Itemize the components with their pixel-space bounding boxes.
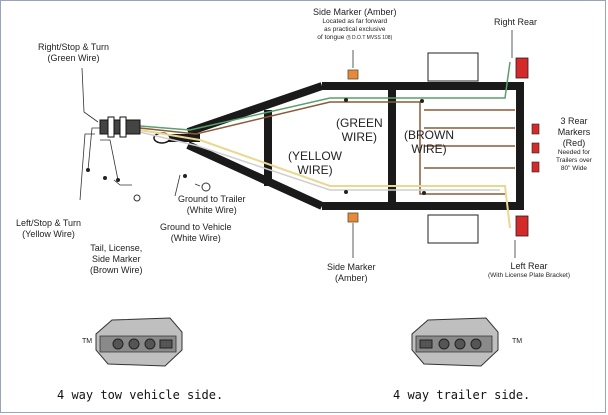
side-marker-bottom <box>347 212 359 223</box>
yellow-wire <box>139 129 511 229</box>
brown-wire <box>139 101 505 195</box>
left-rear-light <box>515 215 529 237</box>
green-wire <box>139 61 511 131</box>
rear-marker-3 <box>531 161 540 173</box>
tm-mark-right: TM <box>512 338 523 345</box>
ground-vehicle-label: Ground to Vehicle(White Wire) <box>160 222 232 243</box>
side-marker-top <box>347 69 359 80</box>
tail-license-label: Tail, License,Side Marker(Brown Wire) <box>90 243 143 275</box>
wires <box>139 61 515 229</box>
left-rear-label: Left Rear(With License Plate Bracket) <box>488 261 571 279</box>
side-marker-top-label: Side Marker (Amber) Located as far forwa… <box>313 7 397 41</box>
left-fender <box>427 214 479 244</box>
left-stop-turn-label: Left/Stop & Turn(Yellow Wire) <box>16 218 82 239</box>
vehicle-connector-illustration <box>95 317 183 367</box>
right-stop-turn-label: Right/Stop & Turn(Green Wire) <box>38 42 110 63</box>
trailer-frame <box>156 82 524 210</box>
right-rear-label: Right Rear <box>494 17 538 27</box>
rear-marker-2 <box>531 142 540 154</box>
caption-vehicle-side: 4 way tow vehicle side. <box>57 388 224 402</box>
rear-marker-1 <box>531 123 540 135</box>
white-wire <box>139 131 500 191</box>
caption-trailer-side: 4 way trailer side. <box>393 388 531 402</box>
side-marker-bottom-label: Side Marker(Amber) <box>327 262 376 283</box>
tm-mark-left: TM <box>82 338 93 345</box>
ground-vehicle-screw <box>133 194 141 202</box>
trailer-connector-illustration <box>411 317 499 367</box>
right-fender <box>427 52 479 82</box>
ground-trailer-screw <box>201 182 211 192</box>
right-rear-light <box>515 57 529 79</box>
ground-trailer-label: Ground to Trailer(White Wire) <box>178 194 246 215</box>
